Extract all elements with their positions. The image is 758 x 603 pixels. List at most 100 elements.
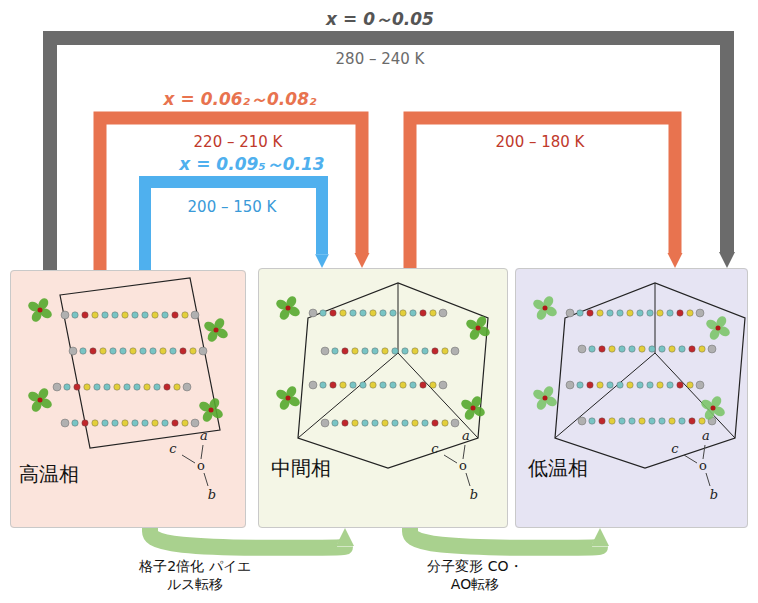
composition-range: x = 0～0.05 (326, 10, 434, 30)
atom (320, 382, 326, 388)
atom (667, 382, 673, 388)
atom (110, 348, 116, 354)
atom (687, 382, 693, 388)
atom (627, 382, 633, 388)
atom (619, 418, 625, 424)
atom (152, 312, 158, 318)
atom (669, 346, 675, 352)
atom (94, 384, 100, 390)
atom (451, 347, 459, 355)
atom (360, 310, 366, 316)
atom (84, 384, 90, 390)
atom (382, 420, 388, 426)
atom (112, 312, 118, 318)
atom (669, 418, 675, 424)
atom (132, 420, 138, 426)
axis-line (463, 445, 465, 459)
atom (659, 418, 665, 424)
anion-center (716, 326, 721, 331)
cell-edge (555, 353, 655, 438)
atom (199, 347, 207, 355)
atom (154, 384, 160, 390)
atom (647, 382, 653, 388)
cell-edge (655, 283, 656, 353)
anion-center (711, 406, 716, 411)
axis-line (466, 473, 470, 486)
temperature-range: 220 – 210 K (191, 133, 286, 152)
panel-fill (515, 268, 748, 528)
atom (577, 382, 583, 388)
panel-fill (10, 270, 246, 528)
unit-cell (555, 283, 745, 468)
atom (597, 310, 603, 316)
axis-line (201, 445, 203, 459)
composition-range: x = 0.09₅～0.13 (179, 155, 324, 175)
atom (699, 418, 705, 424)
atom (566, 309, 574, 317)
atom (609, 418, 615, 424)
axis-line (684, 455, 697, 463)
atom (162, 312, 168, 318)
anion-center (214, 328, 219, 333)
atom (392, 348, 398, 354)
atom (150, 348, 156, 354)
atom (92, 420, 98, 426)
atom (332, 420, 338, 426)
atom (657, 382, 663, 388)
atom (130, 348, 136, 354)
atom (451, 419, 459, 427)
axis-label: c (431, 442, 438, 457)
atom (360, 382, 366, 388)
atom (172, 312, 178, 318)
atom (380, 310, 386, 316)
unit-cell (60, 278, 220, 448)
atom (112, 420, 118, 426)
atom (104, 384, 110, 390)
axis-label: c (671, 442, 678, 457)
atom (390, 310, 396, 316)
atom (352, 420, 358, 426)
structural-change-arrow (150, 528, 345, 548)
atom (400, 310, 406, 316)
atom (72, 420, 78, 426)
atom (144, 384, 150, 390)
atom (578, 345, 586, 353)
atom (639, 418, 645, 424)
atom (362, 420, 368, 426)
axis-label: b (710, 488, 718, 503)
atom (657, 310, 663, 316)
anion-center (476, 326, 481, 331)
atom (578, 417, 586, 425)
atom (122, 312, 128, 318)
transition-label: 格子2倍化 パイエルス転移 (132, 558, 258, 593)
atom (134, 384, 140, 390)
axis-label: c (169, 442, 176, 457)
composition-range: x = 0.06₂～0.08₂ (164, 90, 317, 110)
atom (607, 382, 613, 388)
atom (599, 418, 605, 424)
atom (92, 312, 98, 318)
anion-center (286, 306, 291, 311)
atom (647, 310, 653, 316)
atom (372, 420, 378, 426)
atom (100, 348, 106, 354)
transition-arrow (50, 38, 727, 270)
atom (172, 420, 178, 426)
atom (649, 418, 655, 424)
atom (340, 382, 346, 388)
atom (140, 348, 146, 354)
atom (69, 347, 77, 355)
atom (332, 348, 338, 354)
atom (432, 420, 438, 426)
atom (689, 346, 695, 352)
atom (180, 348, 186, 354)
atom (61, 419, 69, 427)
atom (382, 348, 388, 354)
atom (607, 310, 613, 316)
phase-panel-art (10, 270, 246, 528)
atom (412, 420, 418, 426)
atom (74, 384, 80, 390)
atom (420, 310, 426, 316)
atom (61, 311, 69, 319)
